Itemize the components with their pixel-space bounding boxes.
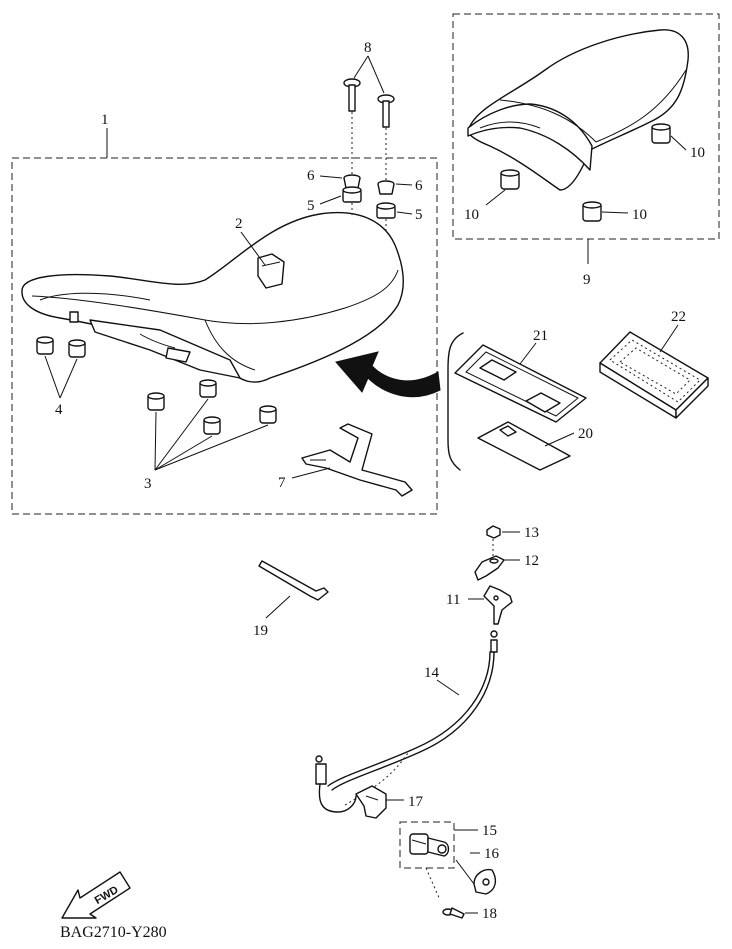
callout-10-center: 10 — [632, 207, 647, 223]
seat-assembly-group-box — [11, 157, 438, 515]
callout-4: 4 — [55, 402, 63, 418]
callout-5-right: 5 — [415, 207, 423, 223]
seat-strap[interactable] — [257, 253, 285, 289]
lock-screw[interactable] — [442, 907, 465, 919]
assembly-arrow — [335, 351, 441, 398]
rear-seat-damper-left[interactable] — [500, 169, 520, 190]
seat-damper-right[interactable] — [68, 339, 86, 358]
callout-13: 13 — [524, 525, 539, 541]
callout-11: 11 — [446, 592, 460, 608]
main-seat[interactable] — [21, 212, 404, 383]
seat-lock-catch[interactable] — [483, 585, 513, 625]
callout-10-left: 10 — [464, 207, 479, 223]
callout-12: 12 — [524, 553, 539, 569]
rear-seat[interactable] — [467, 29, 689, 191]
callout-6-right: 6 — [415, 178, 423, 194]
bolt-right[interactable] — [377, 94, 395, 128]
grommet-right[interactable] — [376, 202, 396, 219]
callout-10-right: 10 — [690, 145, 705, 161]
collar-right[interactable] — [377, 180, 395, 195]
seat-bracket[interactable] — [301, 423, 413, 497]
callout-16: 16 — [484, 846, 500, 862]
callout-8: 8 — [364, 40, 372, 56]
callout-17: 17 — [408, 794, 424, 810]
seat-lock-cable[interactable] — [315, 630, 498, 813]
callout-5-left: 5 — [307, 198, 315, 214]
cable-holder[interactable] — [355, 785, 387, 819]
callout-18: 18 — [482, 906, 497, 922]
seat-cover-pad[interactable] — [599, 331, 709, 419]
lock-cap[interactable] — [473, 868, 497, 895]
rear-seat-damper-right[interactable] — [651, 123, 671, 144]
callout-19: 19 — [253, 623, 268, 639]
forward-direction-arrow: FWD — [61, 871, 131, 919]
callout-2: 2 — [235, 216, 243, 232]
callout-7: 7 — [278, 475, 286, 491]
seat-damper-set[interactable] — [147, 379, 277, 435]
callout-21: 21 — [533, 328, 548, 344]
grommet-left[interactable] — [342, 186, 362, 203]
drawing-code: BAG2710-Y280 — [60, 924, 167, 941]
callout-6-left: 6 — [307, 168, 315, 184]
seat-lock-cylinder[interactable] — [409, 833, 450, 857]
lock-nut[interactable] — [486, 525, 501, 539]
callout-22: 22 — [671, 309, 686, 325]
callout-1: 1 — [101, 112, 109, 128]
callout-9: 9 — [583, 272, 591, 288]
lock-group-box — [399, 821, 455, 869]
callout-14: 14 — [424, 665, 440, 681]
tool-bag-tag[interactable] — [477, 421, 571, 471]
collar-left[interactable] — [343, 174, 361, 189]
owners-manual-document[interactable] — [454, 344, 587, 423]
rear-seat-group-box — [452, 13, 720, 240]
lock-plate[interactable] — [474, 555, 505, 581]
callout-3: 3 — [144, 476, 152, 492]
callout-15: 15 — [482, 823, 497, 839]
rear-seat-damper-center[interactable] — [582, 201, 602, 222]
callout-20: 20 — [578, 426, 593, 442]
seat-damper-left[interactable] — [36, 336, 54, 355]
bolt-left[interactable] — [343, 78, 361, 112]
hex-wrench[interactable] — [258, 560, 329, 601]
